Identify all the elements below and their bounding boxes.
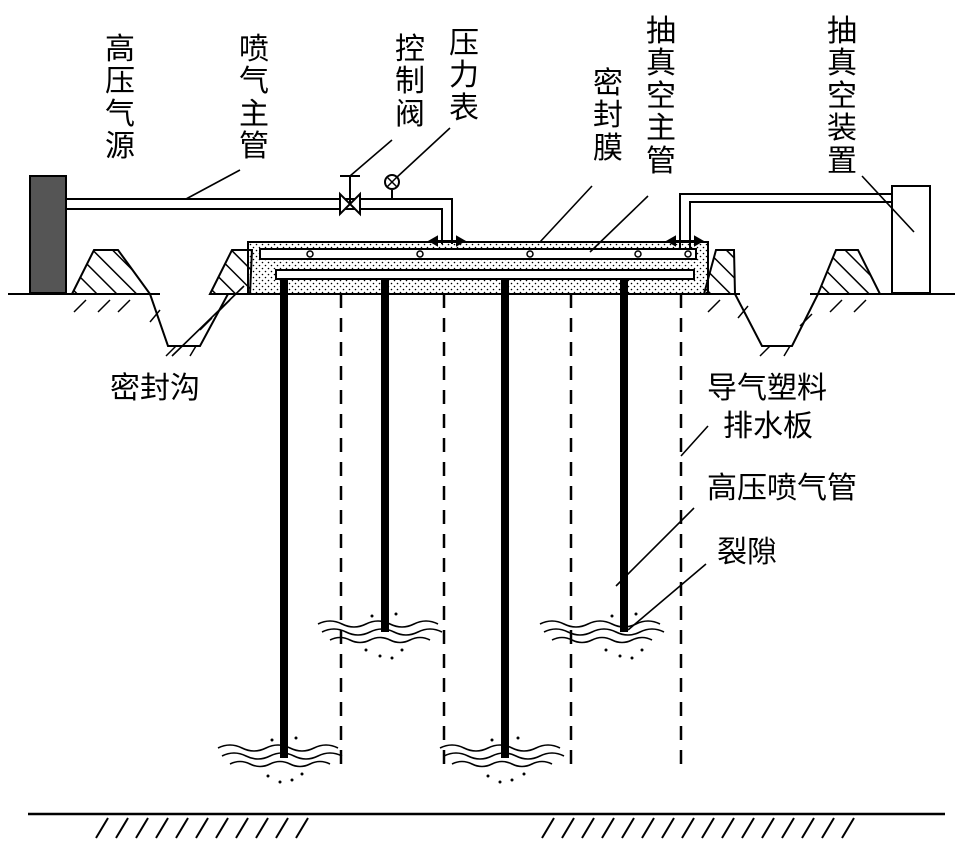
high-pressure-gas-source: [29, 175, 67, 294]
fracture-icon: [217, 620, 665, 768]
label-drainage-board-line1: 导气塑料: [707, 371, 827, 406]
label-jet-main-pipe: 喷气主管: [239, 32, 269, 165]
vacuum-suction-pipe: [679, 193, 892, 248]
jet-main-pipe: [66, 198, 453, 244]
label-fracture: 裂隙: [717, 535, 777, 570]
valve-icon: [339, 175, 361, 217]
membrane-seal-markers: [427, 235, 705, 247]
drainage-boards: [339, 294, 683, 772]
label-sealing-membrane: 密封膜: [593, 66, 623, 166]
label-vacuum-device: 抽真空装置: [827, 14, 857, 179]
pressure-gauge-icon: [384, 174, 400, 199]
vacuum-main-pipe: [259, 248, 697, 260]
label-high-pressure-jet-pipe: 高压喷气管: [707, 471, 857, 506]
label-pressure-gauge: 压力表: [449, 26, 479, 126]
air-spray-dots: [266, 612, 644, 784]
jet-distribution-pipe: [275, 269, 695, 280]
label-vacuum-main-pipe: 抽真空主管: [646, 14, 676, 179]
label-drainage-board-line2: 排水板: [723, 409, 813, 444]
right-sealing-trench: [702, 249, 882, 357]
bottom-boundary: [28, 812, 945, 839]
vacuum-device: [891, 185, 931, 294]
left-sealing-trench: [70, 249, 254, 357]
label-control-valve: 控制阀: [395, 32, 425, 132]
label-high-pressure-gas-source: 高压气源: [105, 32, 135, 165]
high-pressure-jet-pipes: [280, 279, 628, 758]
leader-lines: [171, 127, 915, 631]
label-sealing-trench: 密封沟: [110, 371, 200, 406]
